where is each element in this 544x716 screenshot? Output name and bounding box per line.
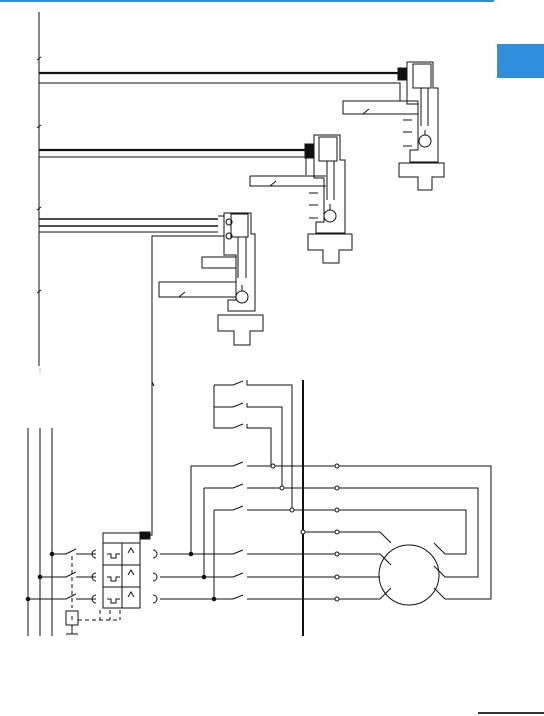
contactor-contacts (160, 380, 491, 636)
circuit-breaker (92, 532, 157, 608)
supply-bus (26, 428, 120, 636)
switch-unit-3 (159, 213, 263, 345)
control-conductors (37, 12, 400, 535)
switch-unit-2 (250, 135, 352, 263)
switch-unit-1 (343, 62, 444, 190)
motor (379, 545, 439, 605)
